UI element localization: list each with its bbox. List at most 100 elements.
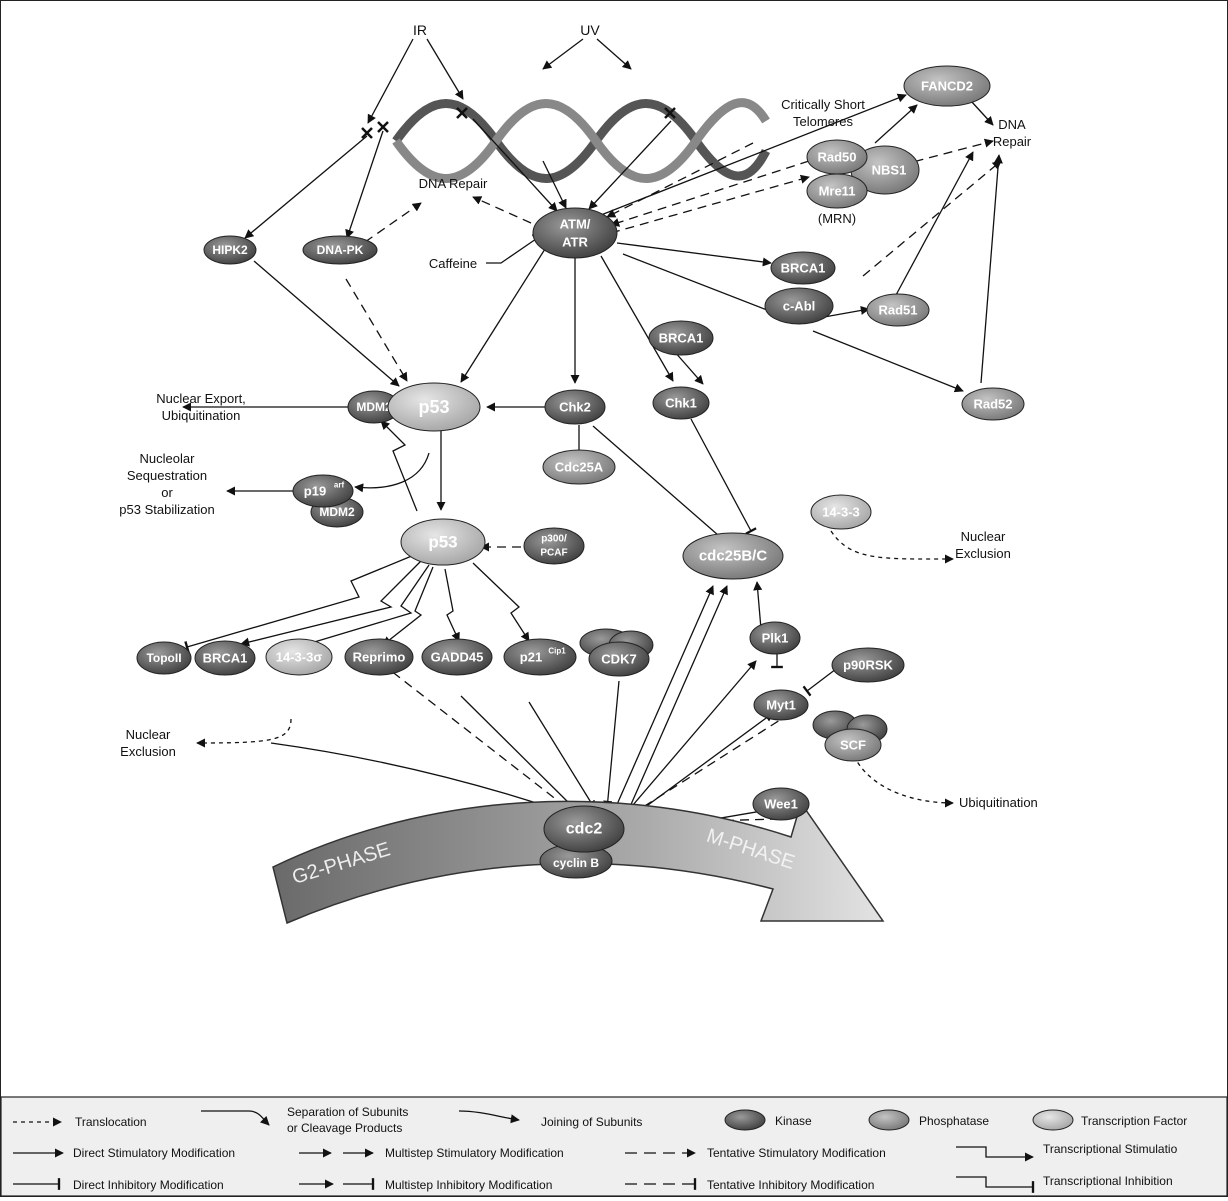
cdc25a-node: Cdc25A (542, 449, 616, 485)
svg-text:GADD45: GADD45 (431, 650, 484, 665)
svg-text:cyclin B: cyclin B (553, 856, 599, 870)
cdk7-node: CDK7 (579, 628, 654, 677)
nucleolar-3: or (161, 485, 173, 500)
brca1-node-b: BRCA1 (648, 320, 714, 356)
cyclinb-node: cyclin B (539, 843, 613, 879)
tentative-edges (345, 138, 1002, 828)
nbs1-node: NBS1 (850, 145, 920, 195)
svg-text:p300/: p300/ (541, 534, 567, 545)
mre11-node: Mre11 (806, 173, 868, 209)
svg-text:Myt1: Myt1 (766, 698, 796, 713)
dna-repair-top-2: Repair (993, 134, 1032, 149)
nuclear-export-1: Nuclear Export, (156, 391, 246, 406)
myt1-node: Myt1 (753, 689, 809, 721)
svg-text:p90RSK: p90RSK (843, 658, 893, 673)
svg-text:FANCD2: FANCD2 (921, 79, 973, 94)
14-3-3-node: 14-3-3 (810, 494, 872, 530)
svg-text:DNA-PK: DNA-PK (317, 243, 364, 257)
legend-kinase-swatch (724, 1109, 766, 1131)
rad52-node: Rad52 (961, 387, 1025, 421)
nuclear-exclusion-right-2: Exclusion (955, 546, 1011, 561)
svg-text:p21: p21 (520, 650, 542, 665)
dna-repair-top-1: DNA (998, 117, 1026, 132)
nuclear-exclusion-left-1: Nuclear (126, 727, 171, 742)
scf-node: SCF (812, 710, 888, 762)
caffeine-label: Caffeine (429, 256, 477, 271)
nucleolar-1: Nucleolar (140, 451, 196, 466)
nuclear-export-2: Ubiquitination (162, 408, 241, 423)
14-3-3-sigma-node: 14-3-3σ (265, 638, 333, 676)
brca1-node-a: BRCA1 (770, 251, 836, 285)
svg-text:14-3-3: 14-3-3 (822, 505, 860, 520)
svg-text:Cdc25A: Cdc25A (555, 460, 604, 475)
ubiquitination-label: Ubiquitination (959, 795, 1038, 810)
legend-separation-2: or Cleavage Products (287, 1121, 402, 1135)
legend-kinase: Kinase (775, 1114, 812, 1128)
rad51-node: Rad51 (866, 293, 930, 327)
gadd45-node: GADD45 (421, 638, 493, 676)
dna-break-marks (361, 107, 676, 139)
hipk2-node: HIPK2 (203, 235, 257, 265)
telomeres-label-2: Telomeres (793, 114, 853, 129)
legend-separation-1: Separation of Subunits (287, 1105, 408, 1119)
legend-phosphatase: Phosphatase (919, 1114, 989, 1128)
svg-text:p53: p53 (428, 533, 457, 552)
p300-pcaf-node: p300/PCAF (523, 527, 585, 565)
svg-text:cdc2: cdc2 (566, 821, 603, 838)
legend-direct-inhib: Direct Inhibitory Modification (73, 1178, 224, 1192)
svg-text:p53: p53 (418, 397, 449, 417)
atm-atr-node: ATM/ATR (532, 207, 618, 259)
nuclear-exclusion-left-2: Exclusion (120, 744, 176, 759)
chk1-node: Chk1 (652, 386, 710, 420)
legend-transcription-factor: Transcription Factor (1081, 1114, 1187, 1128)
caffeine-inhibition (486, 233, 541, 264)
nucleolar-2: Sequestration (127, 468, 207, 483)
rad50-node: Rad50 (806, 139, 868, 175)
legend: Translocation Separation of Subunits or … (0, 1096, 1228, 1197)
wee1-node: Wee1 (752, 787, 810, 821)
p53-node-top: p53 (387, 382, 481, 432)
svg-text:PCAF: PCAF (540, 548, 567, 559)
svg-text:Rad51: Rad51 (878, 303, 917, 318)
svg-text:p19: p19 (304, 484, 326, 499)
telomeres-label-1: Critically Short (781, 97, 865, 112)
svg-text:BRCA1: BRCA1 (781, 261, 826, 276)
ir-label: IR (413, 22, 427, 38)
legend-direct-stim: Direct Stimulatory Modification (73, 1146, 235, 1160)
legend-multistep-inhib: Multistep Inhibitory Modification (385, 1178, 552, 1192)
svg-text:Chk2: Chk2 (559, 400, 591, 415)
svg-text:CDK7: CDK7 (601, 652, 636, 667)
uv-label: UV (580, 22, 600, 38)
svg-text:Chk1: Chk1 (665, 396, 697, 411)
legend-tentative-stim: Tentative Stimulatory Modification (707, 1146, 886, 1160)
cdc25bc-node: cdc25B/C (682, 532, 784, 580)
svg-text:MDM2: MDM2 (356, 400, 392, 414)
chk2-node: Chk2 (544, 389, 606, 425)
topoii-node: TopoII (136, 641, 192, 675)
nucleolar-4: p53 Stabilization (119, 502, 214, 517)
svg-text:SCF: SCF (840, 738, 866, 753)
transcriptional-edges (184, 420, 530, 653)
p90rsk-node: p90RSK (831, 647, 905, 683)
dna-helix (392, 98, 771, 183)
mrn-label: (MRN) (818, 211, 856, 226)
svg-text:Rad52: Rad52 (973, 397, 1012, 412)
svg-text:BRCA1: BRCA1 (659, 331, 704, 346)
svg-text:BRCA1: BRCA1 (203, 651, 248, 666)
legend-joining: Joining of Subunits (541, 1115, 642, 1129)
pathway-edges (182, 38, 1003, 839)
svg-text:Wee1: Wee1 (764, 797, 798, 812)
svg-text:Plk1: Plk1 (762, 631, 789, 646)
svg-text:ATR: ATR (562, 235, 588, 250)
svg-text:Mre11: Mre11 (819, 184, 856, 199)
legend-translocation: Translocation (75, 1115, 147, 1129)
svg-text:MDM2: MDM2 (319, 505, 355, 519)
legend-transcriptional-stim: Transcriptional Stimulatio (1043, 1142, 1178, 1156)
svg-text:Rad50: Rad50 (817, 150, 856, 165)
dnapk-node: DNA-PK (302, 235, 378, 265)
legend-transcription-factor-swatch (1032, 1109, 1074, 1131)
